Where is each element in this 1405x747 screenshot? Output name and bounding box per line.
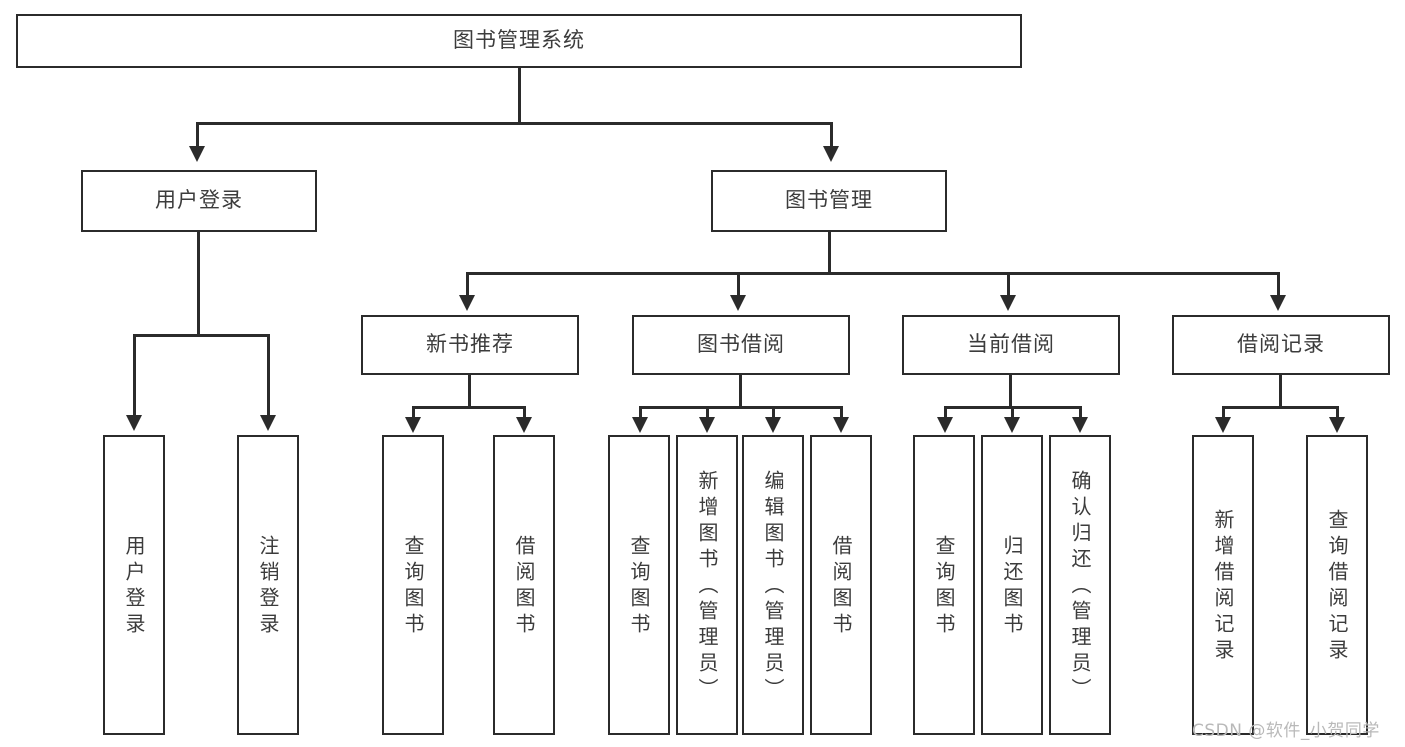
node-borrow-record-label: 借阅记录 (1237, 332, 1325, 357)
connector-user-login-to-leaf-2 (267, 334, 270, 416)
connector-user-login-bus (133, 334, 270, 337)
node-leaf-query-book-1[interactable]: 查询图书 (382, 435, 444, 735)
node-leaf-borrow-book-1-label: 借阅图书 (512, 535, 536, 639)
node-leaf-query-record[interactable]: 查询借阅记录 (1306, 435, 1368, 735)
connector-book-borrow-to-leaf-3 (772, 406, 775, 418)
arrowhead-book-borrow-to-leaf-4 (833, 417, 849, 433)
node-current-borrow-label: 当前借阅 (967, 332, 1055, 357)
arrowhead-borrow-record-to-leaf-2 (1329, 417, 1345, 433)
connector-current-borrow-to-leaf-2 (1011, 406, 1014, 418)
arrowhead-to-new-book-recommend (459, 295, 475, 311)
connector-book-borrow-bus (639, 406, 843, 409)
node-leaf-confirm-return-label: 确认归还（管理员） (1068, 470, 1092, 704)
connector-user-login-to-leaf-1 (133, 334, 136, 416)
node-leaf-borrow-book-1[interactable]: 借阅图书 (493, 435, 555, 735)
connector-root-bus (196, 122, 833, 125)
node-leaf-return-book[interactable]: 归还图书 (981, 435, 1043, 735)
arrowhead-root-to-user-login (189, 146, 205, 162)
connector-root-stem (518, 68, 521, 122)
node-new-book-recommend-label: 新书推荐 (426, 332, 514, 357)
arrowhead-current-borrow-to-leaf-1 (937, 417, 953, 433)
node-leaf-query-book-3[interactable]: 查询图书 (913, 435, 975, 735)
node-leaf-borrow-book-2-label: 借阅图书 (829, 535, 853, 639)
connector-new-book-bus (412, 406, 526, 409)
node-leaf-query-book-2[interactable]: 查询图书 (608, 435, 670, 735)
connector-new-book-stem (468, 375, 471, 408)
arrowhead-book-borrow-to-leaf-1 (632, 417, 648, 433)
csdn-watermark: CSDN @软件_小贺同学 (1192, 721, 1380, 741)
node-borrow-record[interactable]: 借阅记录 (1172, 315, 1390, 375)
connector-book-manage-to-new-book (466, 272, 469, 296)
node-user-login-label: 用户登录 (155, 188, 243, 213)
node-book-manage-label: 图书管理 (785, 188, 873, 213)
arrowhead-new-book-to-leaf-2 (516, 417, 532, 433)
connector-book-borrow-to-leaf-4 (840, 406, 843, 418)
node-leaf-edit-book-label: 编辑图书（管理员） (761, 470, 785, 704)
connector-root-to-book-manage (830, 122, 833, 147)
connector-book-manage-to-book-borrow (737, 272, 740, 296)
node-leaf-user-login-label: 用户登录 (122, 535, 146, 639)
connector-book-borrow-to-leaf-2 (706, 406, 709, 418)
connector-borrow-record-bus (1222, 406, 1339, 409)
connector-current-borrow-to-leaf-3 (1079, 406, 1082, 418)
node-book-borrow-label: 图书借阅 (697, 332, 785, 357)
connector-current-borrow-to-leaf-1 (944, 406, 947, 418)
arrowhead-book-borrow-to-leaf-2 (699, 417, 715, 433)
arrowhead-book-borrow-to-leaf-3 (765, 417, 781, 433)
node-leaf-query-book-1-label: 查询图书 (401, 535, 425, 639)
connector-book-manage-bus (466, 272, 1280, 275)
connector-current-borrow-stem (1009, 375, 1012, 408)
arrowhead-root-to-book-manage (823, 146, 839, 162)
node-new-book-recommend[interactable]: 新书推荐 (361, 315, 579, 375)
arrowhead-to-borrow-record (1270, 295, 1286, 311)
connector-new-book-to-leaf-1 (412, 406, 415, 418)
arrowhead-user-login-to-leaf-2 (260, 415, 276, 431)
connector-new-book-to-leaf-2 (523, 406, 526, 418)
connector-book-borrow-to-leaf-1 (639, 406, 642, 418)
arrowhead-borrow-record-to-leaf-1 (1215, 417, 1231, 433)
arrowhead-new-book-to-leaf-1 (405, 417, 421, 433)
connector-borrow-record-to-leaf-2 (1336, 406, 1339, 418)
node-leaf-add-record-label: 新增借阅记录 (1211, 509, 1235, 665)
arrowhead-user-login-to-leaf-1 (126, 415, 142, 431)
node-leaf-logout-login[interactable]: 注销登录 (237, 435, 299, 735)
node-current-borrow[interactable]: 当前借阅 (902, 315, 1120, 375)
connector-book-borrow-stem (739, 375, 742, 408)
node-leaf-query-book-2-label: 查询图书 (627, 535, 651, 639)
arrowhead-current-borrow-to-leaf-2 (1004, 417, 1020, 433)
arrowhead-to-current-borrow (1000, 295, 1016, 311)
node-leaf-add-record[interactable]: 新增借阅记录 (1192, 435, 1254, 735)
node-leaf-borrow-book-2[interactable]: 借阅图书 (810, 435, 872, 735)
connector-user-login-stem (197, 232, 200, 336)
node-book-borrow[interactable]: 图书借阅 (632, 315, 850, 375)
node-leaf-user-login[interactable]: 用户登录 (103, 435, 165, 735)
connector-book-manage-to-borrow-record (1277, 272, 1280, 296)
node-root-label: 图书管理系统 (453, 28, 585, 53)
connector-book-manage-to-current-borrow (1007, 272, 1010, 296)
connector-book-manage-stem (828, 232, 831, 274)
node-leaf-query-book-3-label: 查询图书 (932, 535, 956, 639)
arrowhead-to-book-borrow (730, 295, 746, 311)
connector-borrow-record-stem (1279, 375, 1282, 408)
connector-root-to-user-login (196, 122, 199, 147)
node-leaf-query-record-label: 查询借阅记录 (1325, 509, 1349, 665)
node-leaf-edit-book[interactable]: 编辑图书（管理员） (742, 435, 804, 735)
node-leaf-return-book-label: 归还图书 (1000, 535, 1024, 639)
node-book-manage[interactable]: 图书管理 (711, 170, 947, 232)
arrowhead-current-borrow-to-leaf-3 (1072, 417, 1088, 433)
node-root[interactable]: 图书管理系统 (16, 14, 1022, 68)
node-leaf-logout-login-label: 注销登录 (256, 535, 280, 639)
node-user-login[interactable]: 用户登录 (81, 170, 317, 232)
connector-borrow-record-to-leaf-1 (1222, 406, 1225, 418)
node-leaf-add-book[interactable]: 新增图书（管理员） (676, 435, 738, 735)
node-leaf-confirm-return[interactable]: 确认归还（管理员） (1049, 435, 1111, 735)
node-leaf-add-book-label: 新增图书（管理员） (695, 470, 719, 704)
